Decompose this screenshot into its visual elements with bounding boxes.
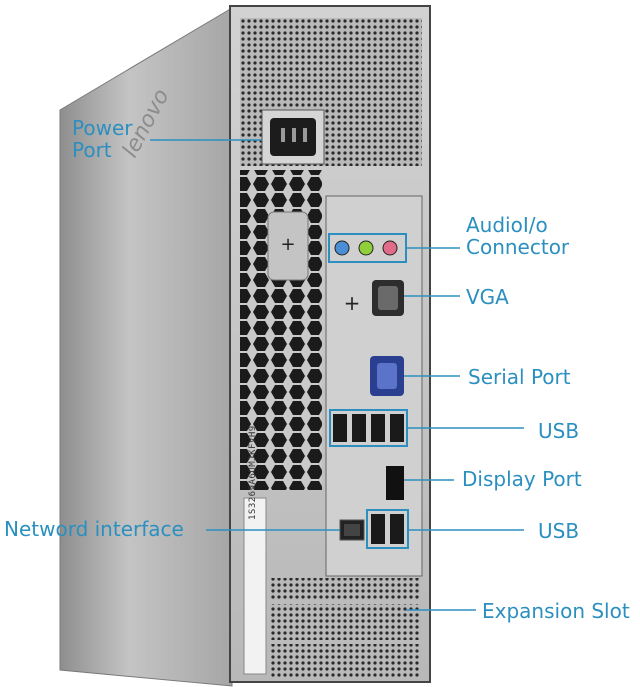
label-display-port: Display Port [462, 467, 582, 491]
audio-jack-green [358, 240, 374, 256]
label-power-port: Power Port [72, 117, 132, 161]
audio-jack-blue [334, 240, 350, 256]
serial-connector-pins [378, 286, 398, 310]
expansion-slots [270, 578, 420, 678]
serial-sticker [243, 497, 267, 675]
usb-top-group [329, 409, 408, 447]
label-audio-line1: AudioI/o [466, 213, 548, 237]
label-audio-line2: Connector [466, 235, 570, 259]
label-network: Netword interface [4, 517, 184, 541]
label-power-port-line2: Port [72, 138, 112, 162]
label-serial-port: Serial Port [468, 365, 571, 389]
power-pin [281, 128, 285, 142]
label-audio: AudioI/o Connector [466, 214, 569, 258]
svg-text:+: + [344, 291, 361, 315]
ethernet-port-inner [344, 524, 360, 536]
label-power-port-line1: Power [72, 116, 133, 140]
label-usb-bottom: USB [538, 519, 580, 543]
usb-bottom-group [366, 509, 409, 549]
serial-number: 1S3269A6UMJKFVH9 [248, 425, 258, 520]
label-usb-top: USB [538, 419, 580, 443]
power-pin [303, 128, 307, 142]
slot-cover [270, 640, 420, 644]
vga-connector-pins [377, 363, 397, 389]
vent-plate [267, 211, 309, 281]
label-vga: VGA [466, 285, 509, 309]
slot-cover [270, 600, 420, 604]
displayport-connector [386, 466, 404, 500]
svg-text:+: + [280, 234, 295, 255]
audio-jack-pink [382, 240, 398, 256]
power-pin [292, 128, 296, 142]
callout-lines [150, 139, 524, 611]
label-expansion-slot: Expansion Slot [482, 599, 630, 623]
